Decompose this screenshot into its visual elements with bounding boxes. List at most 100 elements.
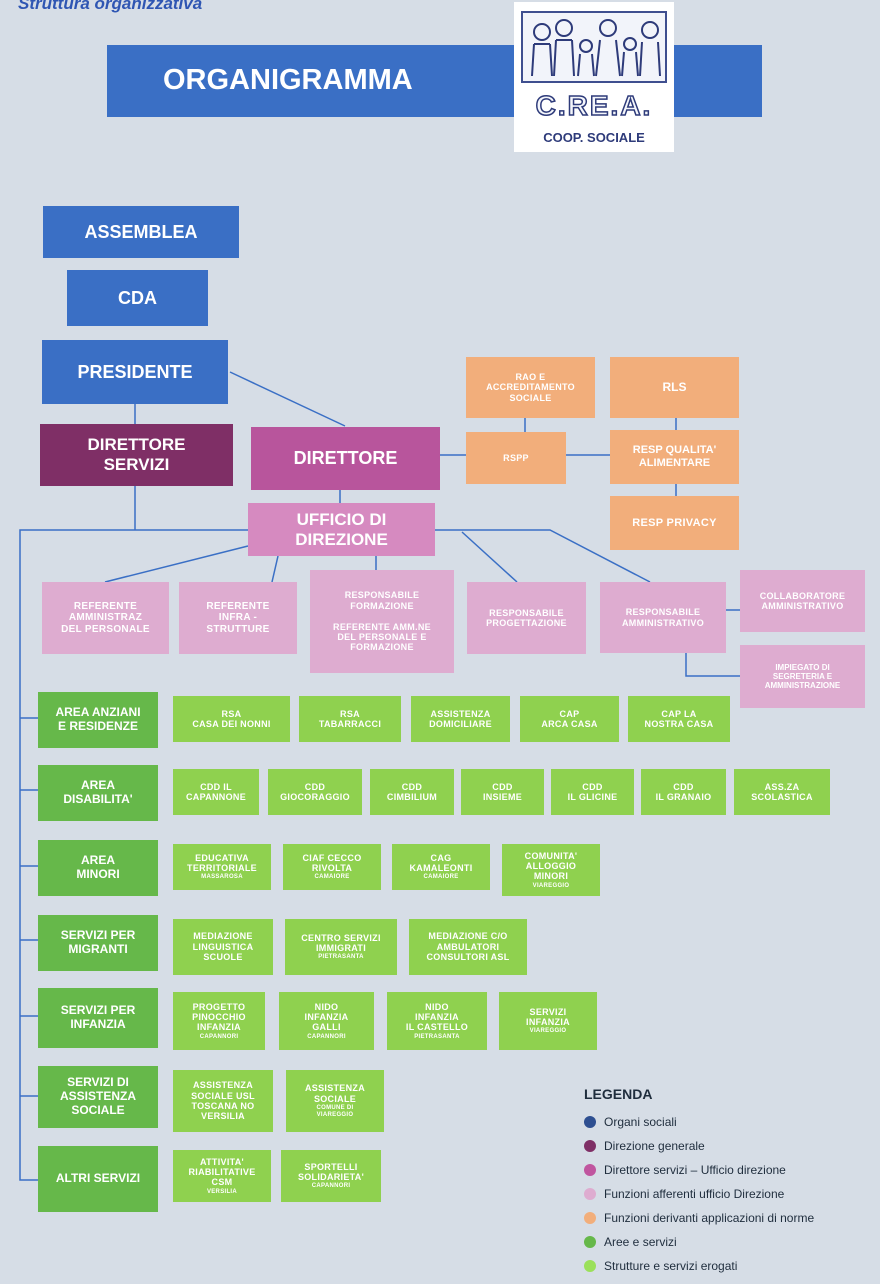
referente-strutture-box: REFERENTE INFRA - STRUTTURE xyxy=(179,582,297,654)
service-location: CAMAIORE xyxy=(314,874,350,881)
area-box: SERVIZI PER INFANZIA xyxy=(38,988,158,1048)
service-location: MASSAROSA xyxy=(201,874,243,881)
service-label: EDUCATIVA TERRITORIALE xyxy=(187,852,257,874)
service-label: NIDO INFANZIA GALLI xyxy=(304,1001,349,1033)
service-location: CAPANNORI xyxy=(311,1183,351,1190)
resp-qualita-box: RESP QUALITA' ALIMENTARE xyxy=(610,430,739,484)
responsabile-amministrativo-box: RESPONSABILE AMMINISTRATIVO xyxy=(600,582,726,653)
service-location: CAPANNORI xyxy=(307,1033,346,1040)
area-box: ALTRI SERVIZI xyxy=(38,1146,158,1212)
service-label: ASSISTENZA SOCIALE xyxy=(304,1083,365,1104)
direttore-box: DIRETTORE xyxy=(251,427,440,490)
service-box: ASSISTENZA DOMICILIARE xyxy=(411,696,510,742)
area-box: AREA MINORI xyxy=(38,840,158,896)
service-label: ASSISTENZA DOMICILIARE xyxy=(429,708,492,729)
legend-color-dot-icon xyxy=(584,1236,596,1248)
legend-title: LEGENDA xyxy=(584,1086,653,1102)
legend-color-dot-icon xyxy=(584,1260,596,1272)
service-box: RSA TABARRACCI xyxy=(299,696,401,742)
page-title-partial: Struttura organizzativa xyxy=(18,0,203,13)
service-label: SERVIZI INFANZIA xyxy=(526,1006,570,1028)
service-box: CDD GIOCORAGGIO xyxy=(268,769,362,815)
legend-color-dot-icon xyxy=(584,1116,596,1128)
legend-label: Funzioni afferenti ufficio Direzione xyxy=(604,1187,785,1201)
rspp-box: RSPP xyxy=(466,432,566,484)
rao-box: RAO E ACCREDITAMENTO SOCIALE xyxy=(466,357,595,418)
legend-item: Direzione generale xyxy=(584,1134,874,1158)
legend-label: Aree e servizi xyxy=(604,1235,677,1249)
logo-subtitle: COOP. SOCIALE xyxy=(543,130,645,145)
service-location: PIETRASANTA xyxy=(318,954,364,961)
legend-color-dot-icon xyxy=(584,1164,596,1176)
crea-logo: C.RE.A. COOP. SOCIALE xyxy=(514,2,674,152)
direttore-servizi-box: DIRETTORE SERVIZI xyxy=(40,424,233,486)
service-label: RSA TABARRACCI xyxy=(318,708,382,729)
service-location: COMUNE DI VIAREGGIO xyxy=(316,1104,354,1118)
logo-text: C.RE.A. xyxy=(535,89,653,122)
legend-item: Funzioni afferenti ufficio Direzione xyxy=(584,1182,874,1206)
collaboratore-amministrativo-box: COLLABORATORE AMMINISTRATIVO xyxy=(740,570,865,632)
service-box: CDD CIMBILIUM xyxy=(370,769,454,815)
resp-privacy-box: RESP PRIVACY xyxy=(610,496,739,550)
service-location: VERSILIA xyxy=(206,1188,238,1195)
service-location: PIETRASANTA xyxy=(414,1033,460,1040)
referente-personale-box: REFERENTE AMMINISTRAZ DEL PERSONALE xyxy=(42,582,169,654)
service-label: CDD IL GLICINE xyxy=(567,781,618,802)
service-box: ASSISTENZA SOCIALE USL TOSCANA NO VERSIL… xyxy=(173,1070,273,1132)
legend-label: Direzione generale xyxy=(604,1139,705,1153)
legend-color-dot-icon xyxy=(584,1188,596,1200)
presidente-box: PRESIDENTE xyxy=(42,340,228,404)
service-label: SPORTELLI SOLIDARIETA' xyxy=(297,1161,365,1183)
responsabile-progettazione-box: RESPONSABILE PROGETTAZIONE xyxy=(467,582,586,654)
legend-item: Direttore servizi – Ufficio direzione xyxy=(584,1158,874,1182)
service-box: CAP ARCA CASA xyxy=(520,696,619,742)
service-label: COMUNITA' ALLOGGIO MINORI xyxy=(524,850,578,882)
service-label: CENTRO SERVIZI IMMIGRATI xyxy=(301,932,381,954)
service-label: CDD INSIEME xyxy=(482,781,523,802)
legend-label: Strutture e servizi erogati xyxy=(604,1259,738,1273)
rls-box: RLS xyxy=(610,357,739,418)
legend-label: Direttore servizi – Ufficio direzione xyxy=(604,1163,786,1177)
service-label: MEDIAZIONE LINGUISTICA SCUOLE xyxy=(192,931,254,963)
service-label: CAP ARCA CASA xyxy=(541,708,598,729)
service-location: CAPANNORI xyxy=(199,1033,239,1040)
cda-box: CDA xyxy=(67,270,208,326)
assemblea-box: ASSEMBLEA xyxy=(43,206,239,258)
area-box: AREA ANZIANI E RESIDENZE xyxy=(38,692,158,748)
service-label: CIAF CECCO RIVOLTA xyxy=(302,852,362,874)
legend-label: Funzioni derivanti applicazioni di norme xyxy=(604,1211,815,1225)
service-label: CAG KAMALEONTI xyxy=(409,852,473,874)
legend-color-dot-icon xyxy=(584,1140,596,1152)
service-location: CAMAIORE xyxy=(423,874,459,881)
legend-item: Aree e servizi xyxy=(584,1230,874,1254)
service-label: CDD IL GRANAIO xyxy=(655,781,712,802)
service-label: ASSISTENZA SOCIALE USL TOSCANA NO VERSIL… xyxy=(191,1080,255,1122)
service-location: VIAREGGIO xyxy=(529,1028,567,1035)
service-box: CAP LA NOSTRA CASA xyxy=(628,696,730,742)
service-location: VIAREGGIO xyxy=(532,882,570,889)
legend-color-dot-icon xyxy=(584,1212,596,1224)
service-box: RSA CASA DEI NONNI xyxy=(173,696,290,742)
service-box: CDD IL CAPANNONE xyxy=(173,769,259,815)
service-label: PROGETTO PINOCCHIO INFANZIA xyxy=(192,1001,246,1033)
service-box: ASS.ZA SCOLASTICA xyxy=(734,769,830,815)
service-label: RSA CASA DEI NONNI xyxy=(192,708,271,729)
impiegato-segreteria-box: IMPIEGATO DI SEGRETERIA E AMMINISTRAZION… xyxy=(740,645,865,708)
banner-title: ORGANIGRAMMA xyxy=(163,64,413,97)
service-box: MEDIAZIONE C/O AMBULATORI CONSULTORI ASL xyxy=(409,919,527,975)
service-box: SPORTELLI SOLIDARIETA'CAPANNORI xyxy=(281,1150,381,1202)
area-box: SERVIZI PER MIGRANTI xyxy=(38,915,158,971)
legend-item: Funzioni derivanti applicazioni di norme xyxy=(584,1206,874,1230)
legend-label: Organi sociali xyxy=(604,1115,677,1129)
